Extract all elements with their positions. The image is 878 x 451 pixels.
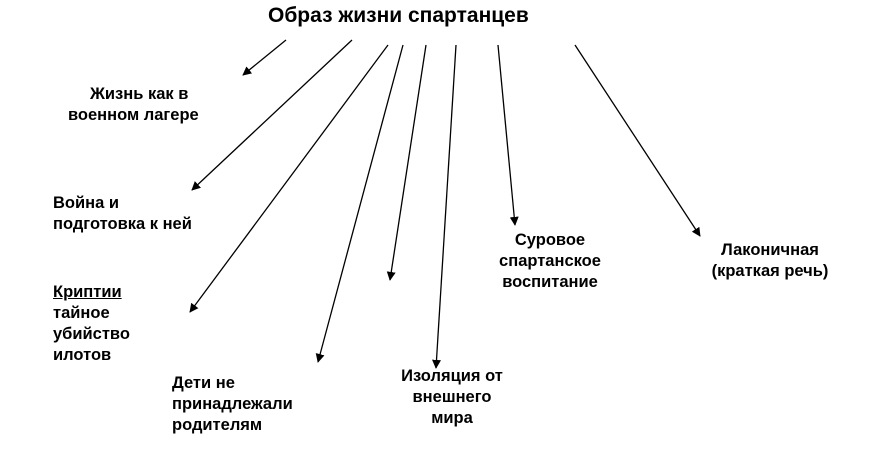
node-term-krypteia: Криптии (53, 283, 122, 301)
node-children: Дети не принадлежали родителям (172, 373, 293, 436)
node-line: Жизнь как в (90, 85, 189, 103)
node-line: убийство (53, 325, 130, 343)
arrow-to-isolation (432, 44, 457, 369)
diagram-title: Образ жизни спартанцев (268, 4, 529, 27)
node-line: воспитание (502, 273, 598, 291)
node-line: подготовка к ней (53, 215, 192, 233)
arrow-to-lifestyle-extra (386, 44, 427, 281)
node-line: принадлежали (172, 395, 293, 413)
node-military-camp: Жизнь как в военном лагере (68, 84, 199, 126)
arrow-to-war-preparation (191, 39, 353, 191)
node-war-preparation: Война и подготовка к ней (53, 193, 192, 235)
node-isolation: Изоляция от внешнего мира (372, 366, 532, 429)
arrow-to-children (315, 44, 404, 363)
node-krypteia: Криптии тайное убийство илотов (53, 282, 130, 366)
node-line: Изоляция от (401, 367, 503, 385)
node-line: тайное (53, 304, 110, 322)
arrow-to-upbringing (497, 44, 519, 226)
node-upbringing: Суровое спартанское воспитание (470, 230, 630, 293)
node-line: мира (431, 409, 473, 427)
node-line: Лаконичная (721, 241, 819, 259)
node-line: военном лагере (68, 106, 199, 124)
node-line: Война и (53, 194, 120, 212)
arrow-to-laconic (574, 44, 701, 237)
arrow-to-krypteia (189, 44, 389, 313)
node-line: внешнего (412, 388, 492, 406)
node-line: Суровое (514, 231, 586, 249)
arrow-to-military-camp (242, 39, 287, 76)
node-line: спартанское (499, 252, 601, 270)
node-line: илотов (53, 346, 112, 364)
node-line: родителям (172, 416, 263, 434)
node-line: (краткая речь) (711, 262, 829, 280)
node-laconic: Лаконичная (краткая речь) (682, 240, 858, 282)
node-line: Дети не (172, 374, 235, 392)
